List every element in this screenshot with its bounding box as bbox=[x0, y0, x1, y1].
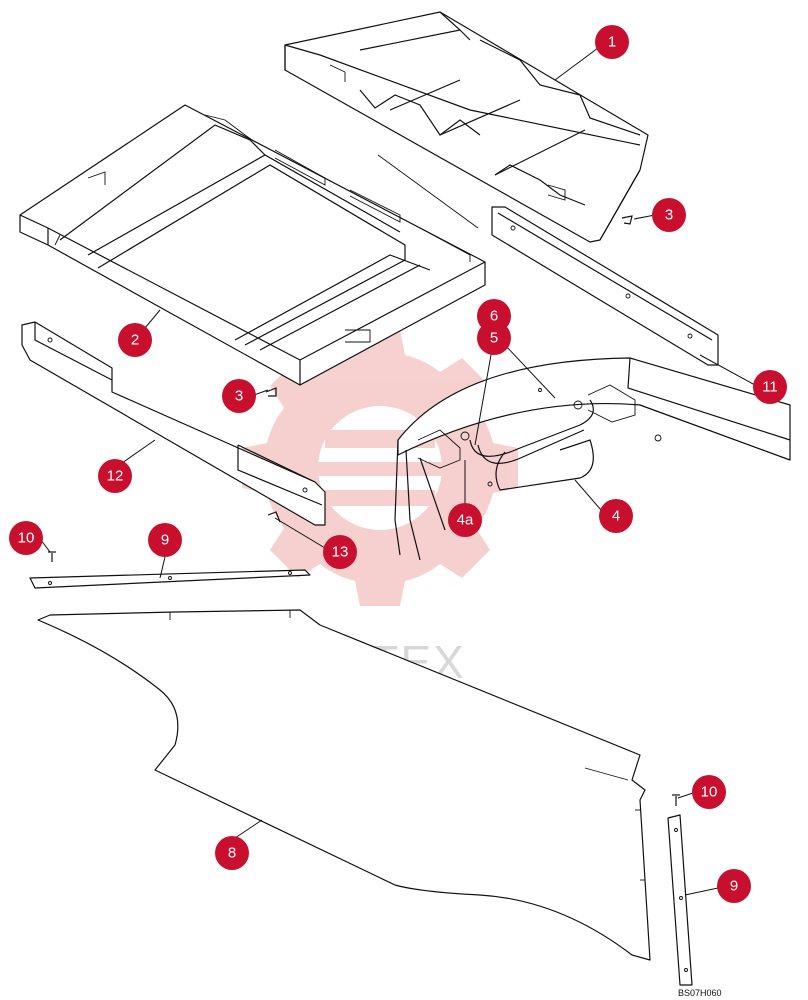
svg-text:11: 11 bbox=[762, 379, 778, 396]
part-9-strip-horizontal bbox=[29, 569, 311, 589]
svg-text:3: 3 bbox=[235, 388, 243, 405]
svg-text:10: 10 bbox=[18, 530, 35, 547]
part-13-screw bbox=[267, 511, 281, 523]
callout-4: 4 bbox=[599, 499, 633, 533]
part-8-floor-mat bbox=[37, 609, 651, 961]
part-3-screw-a bbox=[621, 215, 633, 225]
svg-text:12: 12 bbox=[107, 468, 124, 485]
svg-text:2: 2 bbox=[131, 332, 139, 349]
part-10-bolt-b bbox=[672, 794, 680, 806]
svg-text:8: 8 bbox=[228, 845, 236, 862]
svg-text:1: 1 bbox=[608, 34, 616, 51]
callout-3-upper: 3 bbox=[652, 198, 686, 232]
callout-12: 12 bbox=[98, 459, 132, 493]
svg-text:13: 13 bbox=[332, 544, 349, 561]
drawing-code: BS07H060 bbox=[678, 988, 722, 998]
leader-lines bbox=[40, 47, 756, 896]
part-3-screw-b bbox=[265, 387, 277, 397]
svg-text:6: 6 bbox=[490, 308, 498, 325]
callout-1: 1 bbox=[595, 25, 629, 59]
part-2-seat-platform bbox=[19, 104, 486, 386]
callout-4a: 4a bbox=[448, 503, 482, 537]
callout-13: 13 bbox=[323, 535, 357, 569]
svg-text:4: 4 bbox=[612, 508, 620, 525]
part-12-side-trim bbox=[21, 321, 326, 526]
callout-5: 5 bbox=[477, 321, 511, 355]
part-10-bolt-a bbox=[48, 551, 56, 562]
callout-8: 8 bbox=[215, 836, 249, 870]
svg-text:3: 3 bbox=[665, 207, 673, 224]
callout-3-lower: 3 bbox=[222, 379, 256, 413]
callout-9-upper: 9 bbox=[148, 523, 182, 557]
callout-11: 11 bbox=[753, 370, 787, 404]
part-9-strip-vertical bbox=[667, 814, 693, 986]
svg-text:5: 5 bbox=[490, 330, 498, 347]
cab-assembly bbox=[394, 357, 791, 561]
callout-10-upper: 10 bbox=[9, 521, 43, 555]
svg-text:10: 10 bbox=[701, 784, 718, 801]
callout-2: 2 bbox=[118, 323, 152, 357]
svg-text:9: 9 bbox=[730, 878, 738, 895]
callout-9-lower: 9 bbox=[717, 869, 751, 903]
svg-text:4a: 4a bbox=[457, 512, 474, 529]
svg-text:9: 9 bbox=[161, 532, 169, 549]
part-1-rear-panel bbox=[284, 11, 649, 243]
callout-10-lower: 10 bbox=[692, 775, 726, 809]
